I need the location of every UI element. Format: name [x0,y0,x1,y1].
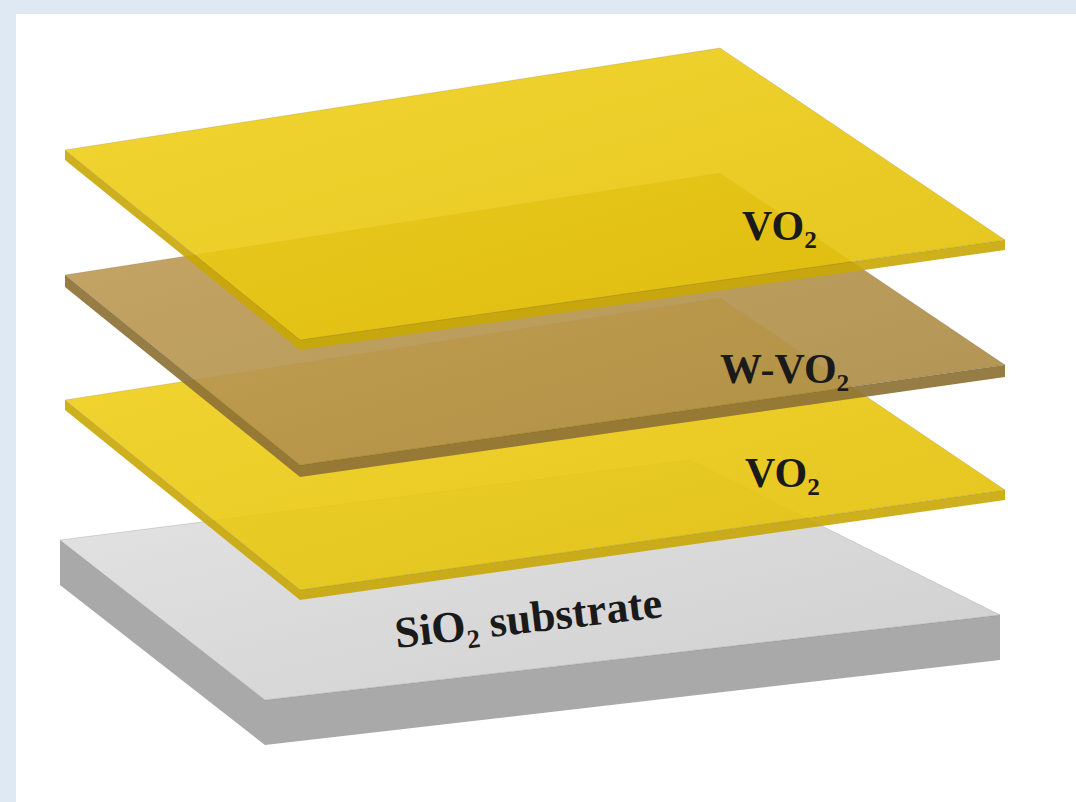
layer-label: VO₂ [742,205,817,247]
slab-shape [65,48,1005,350]
left-border [0,0,16,802]
layer-label: VO₂ [745,452,820,494]
layer-label: W-VO₂ [720,348,849,390]
vo2-top-layer: VO₂ [65,48,1005,350]
top-border [0,0,1076,14]
slab-face [65,48,1005,340]
